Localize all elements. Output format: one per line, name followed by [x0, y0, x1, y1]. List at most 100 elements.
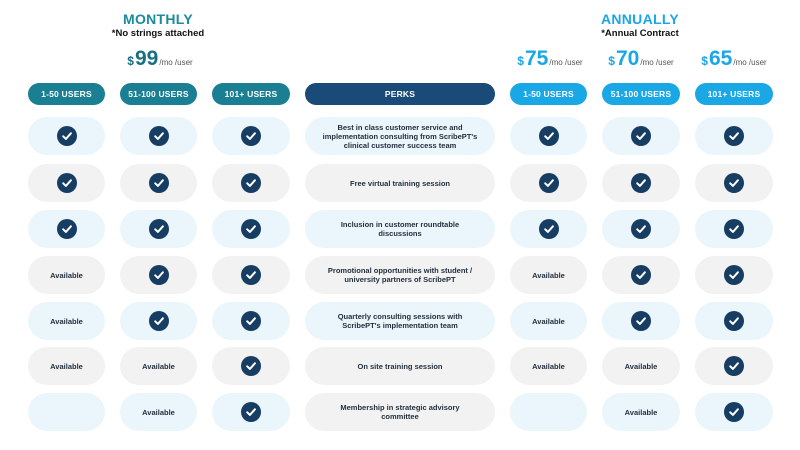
price-currency: $: [608, 54, 615, 68]
header-monthly-51-100: 51-100 USERS: [120, 83, 197, 105]
perk-label: Free virtual training session: [349, 178, 451, 188]
available-label: Available: [142, 407, 175, 417]
perk-label: Inclusion in customer roundtable discuss…: [340, 220, 460, 238]
check-circle-icon: [724, 265, 744, 285]
empty-cell: [510, 393, 587, 431]
included-cell: [695, 302, 773, 340]
check-circle-icon: [538, 219, 559, 239]
price-currency: $: [127, 54, 134, 68]
check-circle-icon: [724, 173, 744, 193]
included-cell: [212, 347, 290, 385]
included-cell: [120, 302, 197, 340]
header-annual-101-plus: 101+ USERS: [695, 83, 773, 105]
included-cell: [212, 210, 290, 248]
check-circle-icon: [724, 219, 744, 239]
available-cell: Available: [510, 302, 587, 340]
annual-price-51-100: $ 70 /mo /user: [581, 47, 701, 71]
available-cell: Available: [28, 256, 105, 294]
check-circle-icon: [631, 126, 651, 146]
available-label: Available: [50, 361, 83, 371]
included-cell: [212, 302, 290, 340]
price-amount: 75: [524, 47, 549, 70]
check-circle-icon: [148, 265, 169, 285]
price-unit: /mo /user: [159, 58, 193, 67]
check-circle-icon: [148, 219, 169, 239]
check-circle-icon: [241, 402, 261, 422]
included-cell: [695, 164, 773, 202]
available-label: Available: [624, 407, 658, 417]
included-cell: [602, 164, 680, 202]
check-circle-icon: [724, 356, 744, 376]
included-cell: [602, 302, 680, 340]
included-cell: [212, 393, 290, 431]
check-circle-icon: [241, 265, 261, 285]
perk-label: On site training session: [357, 361, 443, 371]
check-circle-icon: [148, 126, 169, 146]
empty-cell: [28, 393, 105, 431]
check-circle-icon: [56, 219, 77, 239]
perk-cell: Quarterly consulting sessions with Scrib…: [305, 302, 495, 340]
included-cell: [695, 347, 773, 385]
check-circle-icon: [631, 265, 651, 285]
perk-label: Quarterly consulting sessions with Scrib…: [337, 312, 463, 330]
available-cell: Available: [602, 347, 680, 385]
check-circle-icon: [631, 219, 651, 239]
annually-title: ANNUALLY: [600, 11, 680, 27]
annual-price-1-50: $ 75 /mo /user: [490, 47, 610, 71]
check-circle-icon: [538, 126, 559, 146]
included-cell: [120, 256, 197, 294]
header-annual-51-100: 51-100 USERS: [602, 83, 680, 105]
check-circle-icon: [241, 356, 261, 376]
perk-cell: Best in class customer service and imple…: [305, 117, 495, 155]
price-unit: /mo /user: [640, 58, 674, 67]
included-cell: [212, 117, 290, 155]
header-annual-1-50: 1-50 USERS: [510, 83, 587, 105]
perk-cell: On site training session: [305, 347, 495, 385]
included-cell: [695, 117, 773, 155]
available-cell: Available: [28, 347, 105, 385]
included-cell: [602, 256, 680, 294]
price-currency: $: [517, 54, 524, 68]
header-perks: PERKS: [305, 83, 495, 105]
perk-label: Best in class customer service and imple…: [322, 122, 478, 150]
included-cell: [602, 117, 680, 155]
perk-cell: Inclusion in customer roundtable discuss…: [305, 210, 495, 248]
check-circle-icon: [724, 402, 744, 422]
available-label: Available: [624, 361, 658, 371]
available-cell: Available: [602, 393, 680, 431]
check-circle-icon: [631, 311, 651, 331]
monthly-subtitle: *No strings attached: [111, 28, 205, 39]
price-amount: 99: [134, 47, 159, 70]
check-circle-icon: [241, 126, 261, 146]
price-amount: 65: [708, 47, 733, 70]
included-cell: [695, 210, 773, 248]
included-cell: [120, 164, 197, 202]
annual-price-101-plus: $ 65 /mo /user: [674, 47, 794, 71]
included-cell: [695, 256, 773, 294]
check-circle-icon: [724, 311, 744, 331]
included-cell: [695, 393, 773, 431]
included-cell: [510, 164, 587, 202]
perk-label: Membership in strategic advisory committ…: [340, 403, 460, 421]
header-monthly-101-plus: 101+ USERS: [212, 83, 290, 105]
available-label: Available: [142, 361, 175, 371]
included-cell: [510, 210, 587, 248]
check-circle-icon: [724, 126, 744, 146]
available-cell: Available: [510, 256, 587, 294]
available-label: Available: [50, 316, 83, 326]
perk-cell: Membership in strategic advisory committ…: [305, 393, 495, 431]
included-cell: [28, 117, 105, 155]
check-circle-icon: [241, 173, 261, 193]
monthly-title: MONTHLY: [122, 11, 194, 27]
available-cell: Available: [510, 347, 587, 385]
available-label: Available: [532, 361, 565, 371]
included-cell: [212, 164, 290, 202]
included-cell: [28, 210, 105, 248]
check-circle-icon: [56, 126, 77, 146]
price-unit: /mo /user: [549, 58, 583, 67]
check-circle-icon: [241, 311, 261, 331]
check-circle-icon: [148, 173, 169, 193]
perk-cell: Promotional opportunities with student /…: [305, 256, 495, 294]
available-label: Available: [532, 270, 565, 280]
price-unit: /mo /user: [733, 58, 767, 67]
